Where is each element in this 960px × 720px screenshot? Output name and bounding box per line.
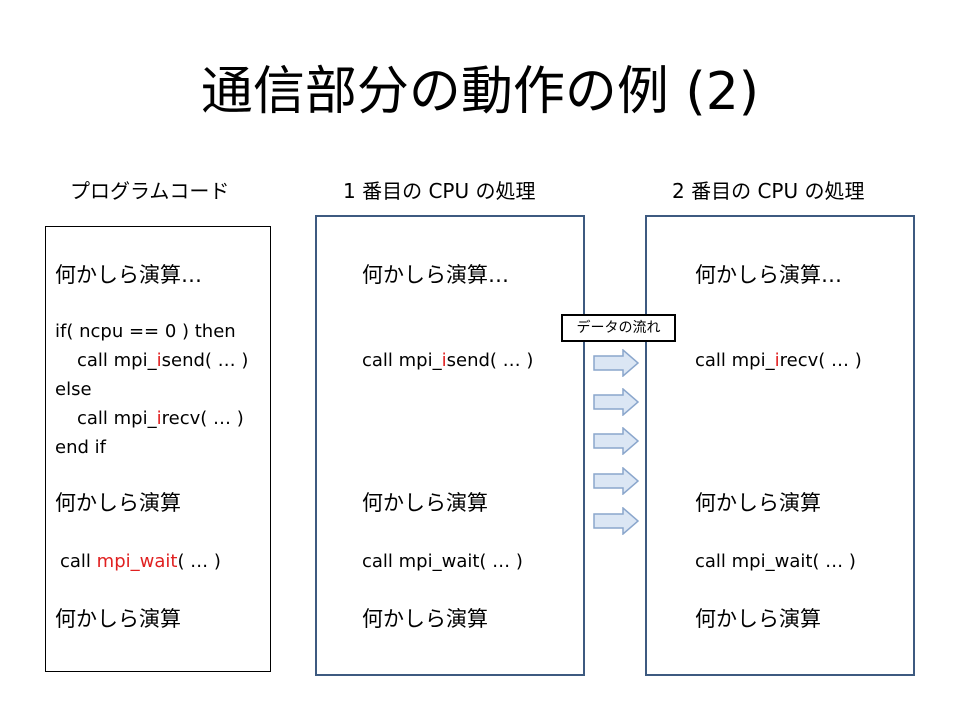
code-calc2: 何かしら演算 bbox=[55, 491, 181, 515]
cpu1-send-line: call mpi_isend( … ) bbox=[362, 350, 534, 371]
code-calc3: 何かしら演算 bbox=[55, 607, 181, 631]
cpu1-calc1: 何かしら演算… bbox=[362, 263, 509, 287]
code-wait-line: call mpi_wait( … ) bbox=[60, 551, 221, 572]
code-else-line: else bbox=[55, 379, 92, 400]
cpu2-calc2: 何かしら演算 bbox=[695, 491, 821, 515]
header-cpu2: 2 番目の CPU の処理 bbox=[672, 179, 865, 203]
cpu2-wait-line: call mpi_wait( … ) bbox=[695, 551, 856, 572]
header-cpu1: 1 番目の CPU の処理 bbox=[343, 179, 536, 203]
cpu2-calc1: 何かしら演算… bbox=[695, 263, 842, 287]
code-calc1: 何かしら演算… bbox=[55, 263, 202, 287]
right-arrow-icon bbox=[593, 507, 639, 535]
right-arrow-icon bbox=[593, 467, 639, 495]
cpu1-box bbox=[315, 215, 585, 676]
cpu1-calc3: 何かしら演算 bbox=[362, 607, 488, 631]
code-endif-line: end if bbox=[55, 437, 106, 458]
header-program-code: プログラムコード bbox=[70, 179, 230, 203]
cpu2-box bbox=[645, 215, 915, 676]
code-if-line: if( ncpu == 0 ) then bbox=[55, 321, 236, 342]
right-arrow-icon bbox=[593, 388, 639, 416]
cpu2-recv-line: call mpi_irecv( … ) bbox=[695, 350, 862, 371]
right-arrow-icon bbox=[593, 427, 639, 455]
slide-title: 通信部分の動作の例 (2) bbox=[200, 62, 760, 122]
program-code-box bbox=[45, 226, 271, 672]
code-irecv-line: call mpi_irecv( … ) bbox=[77, 408, 244, 429]
code-isend-line: call mpi_isend( … ) bbox=[77, 350, 249, 371]
cpu1-wait-line: call mpi_wait( … ) bbox=[362, 551, 523, 572]
cpu2-calc3: 何かしら演算 bbox=[695, 607, 821, 631]
right-arrow-icon bbox=[593, 349, 639, 377]
data-flow-label: データの流れ bbox=[561, 314, 676, 342]
cpu1-calc2: 何かしら演算 bbox=[362, 491, 488, 515]
